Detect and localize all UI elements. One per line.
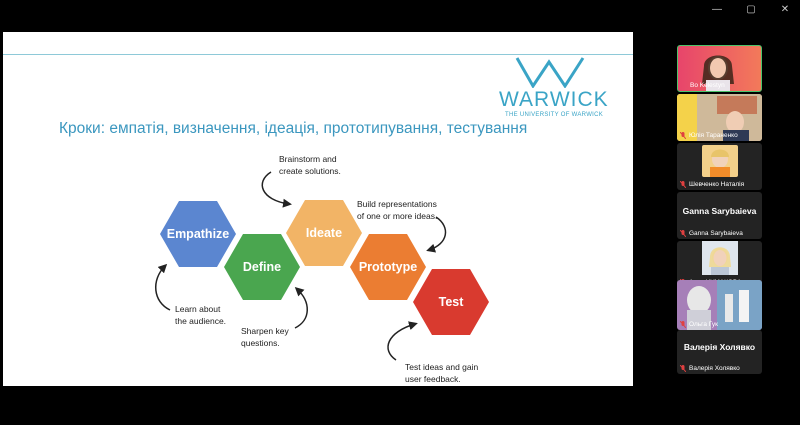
participant-name: Шевченко Наталія bbox=[689, 181, 745, 188]
slide-title: Кроки: емпатія, визначення, ідеація, про… bbox=[59, 120, 528, 137]
muted-mic-icon bbox=[680, 181, 686, 188]
participant-tile[interactable]: Bo Kelestyn bbox=[677, 45, 762, 92]
participant-name: Ольга Гук bbox=[689, 321, 718, 328]
shared-slide: WARWICK THE UNIVERSITY OF WARWICK Кроки:… bbox=[3, 32, 633, 386]
maximize-button[interactable]: ▢ bbox=[746, 4, 756, 15]
arrow-learn bbox=[155, 263, 171, 311]
muted-mic-icon bbox=[680, 230, 686, 237]
participant-name: Валерія Холявко bbox=[689, 365, 740, 372]
arrow-test bbox=[387, 321, 418, 361]
participant-tile[interactable]: Юлія Тараненко bbox=[677, 94, 762, 141]
avatar bbox=[702, 145, 738, 177]
muted-mic-icon bbox=[680, 132, 686, 139]
participant-name: Юлія Тараненко bbox=[689, 132, 738, 139]
participant-display-name: Валерія Холявко bbox=[683, 342, 756, 352]
avatar bbox=[702, 241, 738, 275]
arrows-layer bbox=[155, 171, 447, 361]
avatar bbox=[677, 94, 762, 141]
participant-name: Ganna Sarybaieva bbox=[689, 230, 743, 237]
arrow-brainstorm bbox=[261, 171, 292, 208]
participant-tile[interactable]: Ganna Sarybaieva Ganna Sarybaieva bbox=[677, 192, 762, 239]
participant-display-name: Ganna Sarybaieva bbox=[682, 206, 757, 216]
warwick-logo-icon bbox=[515, 57, 585, 88]
slide-divider bbox=[3, 54, 633, 55]
minimize-button[interactable]: — bbox=[712, 4, 722, 15]
participant-tile[interactable]: Валерія Холявко Валерія Холявко bbox=[677, 330, 762, 374]
step-empathize: Empathize bbox=[160, 201, 236, 267]
arrow-build bbox=[426, 216, 447, 253]
participant-tile[interactable]: Шевченко Наталія bbox=[677, 143, 762, 190]
avatar bbox=[702, 55, 734, 91]
avatar bbox=[677, 280, 762, 330]
logo-name: WARWICK bbox=[499, 88, 609, 111]
logo-subtitle: THE UNIVERSITY OF WARWICK bbox=[505, 112, 604, 118]
muted-mic-icon bbox=[680, 321, 686, 328]
muted-mic-icon bbox=[680, 365, 686, 372]
window-controls: — ▢ ✕ bbox=[710, 4, 792, 15]
participant-tile[interactable]: Ольга Гук bbox=[677, 280, 762, 330]
participant-name: Bo Kelestyn bbox=[690, 82, 725, 89]
close-button[interactable]: ✕ bbox=[780, 4, 790, 15]
arrow-sharpen bbox=[294, 286, 308, 329]
